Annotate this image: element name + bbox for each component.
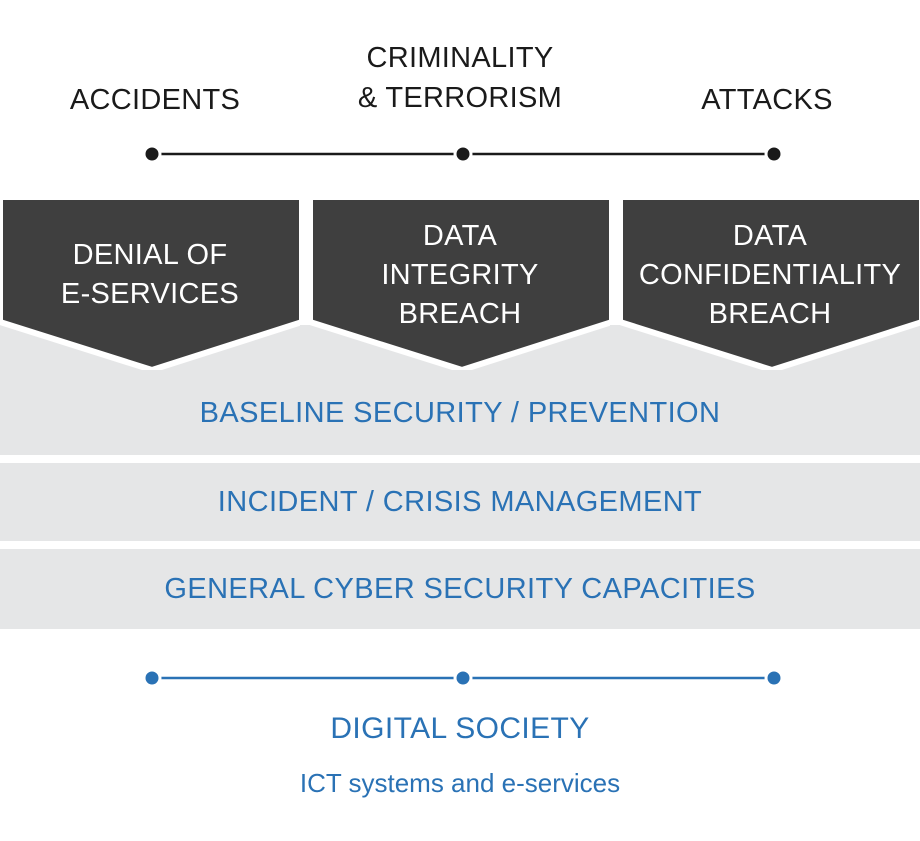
threat-attacks: ATTACKS <box>612 80 920 120</box>
incident-label-line: E-SERVICES <box>60 278 240 310</box>
connector-node <box>453 668 473 688</box>
threat-connector <box>142 144 784 164</box>
layer-incident-crisis-management: INCIDENT / CRISIS MANAGEMENT <box>0 463 920 541</box>
incident-label-line: BREACH <box>398 297 522 330</box>
layer-label: INCIDENT / CRISIS MANAGEMENT <box>217 485 703 518</box>
incident-label-line: BREACH <box>708 297 832 330</box>
society-subtitle: ICT systems and e-services <box>299 768 621 798</box>
incident-denial-of-eservices: DENIAL OF E-SERVICES <box>0 200 300 370</box>
threat-accidents: ACCIDENTS <box>0 80 310 120</box>
incident-arrow-shape <box>310 200 610 370</box>
incident-label-line: INTEGRITY <box>381 258 539 291</box>
incident-label: DENIAL OF E-SERVICES <box>0 200 300 350</box>
threat-criminality-terrorism: CRIMINALITY & TERRORISM <box>305 38 615 118</box>
society-title: DIGITAL SOCIETY <box>330 712 590 745</box>
incident-data-confidentiality-breach: DATA CONFIDENTIALITY BREACH <box>620 200 920 370</box>
layer-label: BASELINE SECURITY / PREVENTION <box>199 397 721 429</box>
incident-label-line: DENIAL OF <box>72 239 228 271</box>
threat-label-line: ACCIDENTS <box>69 84 241 116</box>
layer-label: GENERAL CYBER SECURITY CAPACITIES <box>164 572 756 605</box>
incident-label: DATA CONFIDENTIALITY BREACH <box>620 200 920 350</box>
connector-node <box>142 144 162 164</box>
connector-node <box>453 144 473 164</box>
connector-node <box>142 668 162 688</box>
connector-node <box>764 668 784 688</box>
incident-data-integrity-breach: DATA INTEGRITY BREACH <box>310 200 610 370</box>
incident-arrow-shape <box>620 200 920 370</box>
society-connector <box>142 668 784 688</box>
incident-label: DATA INTEGRITY BREACH <box>310 200 610 350</box>
incident-label-line: CONFIDENTIALITY <box>638 258 902 291</box>
incident-label-line: DATA <box>422 219 498 252</box>
incident-label-line: DATA <box>732 219 808 252</box>
layer-general-cyber-security: GENERAL CYBER SECURITY CAPACITIES <box>0 549 920 629</box>
threat-label-line: ATTACKS <box>701 84 833 116</box>
threat-label-line: CRIMINALITY <box>366 42 554 74</box>
threat-label-line: & TERRORISM <box>357 82 563 114</box>
incident-arrow-shape <box>0 200 300 370</box>
connector-node <box>764 144 784 164</box>
